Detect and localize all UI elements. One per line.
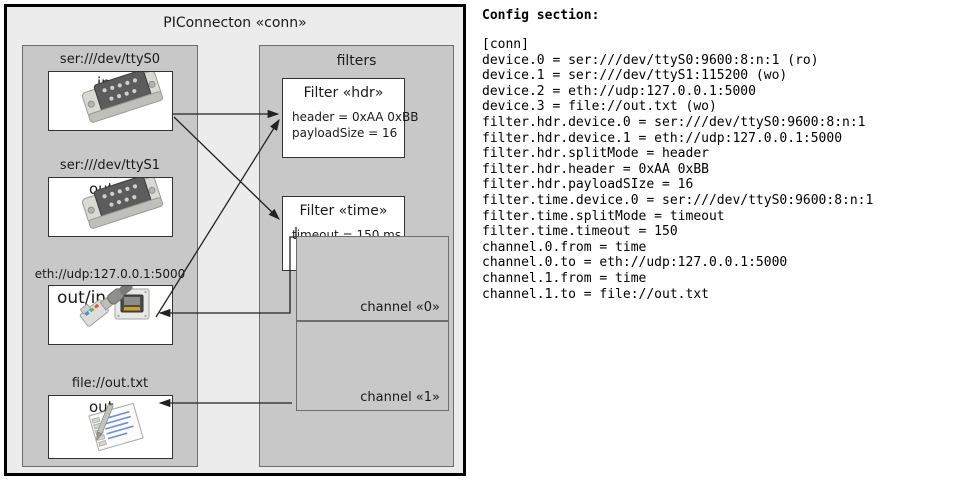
filter-title-time: Filter «time» — [299, 203, 388, 219]
frame-title: PIConnecton «conn» — [163, 15, 307, 31]
config-line: channel.0.from = time — [482, 239, 647, 255]
uml-frame: PIConnecton «conn» ser:///dev/ttyS0 in — [4, 4, 466, 476]
filter-attr-payloadsize: payloadSize = 16 — [292, 126, 398, 140]
config-line: device.0 = ser:///dev/ttyS0:9600:8:n:1 (… — [482, 52, 819, 68]
config-line: channel.0.to = eth://udp:127.0.0.1:5000 — [482, 255, 788, 271]
config-line: filter.hdr.header = 0xAA 0xBB — [482, 161, 709, 177]
device-label-file: file://out.txt — [71, 376, 149, 391]
config-line: device.2 = eth://udp:127.0.0.1:5000 — [482, 83, 756, 99]
config-line: device.3 = file://out.txt (wo) — [482, 99, 717, 115]
config-line: filter.hdr.device.0 = ser:///dev/ttyS0:9… — [482, 114, 866, 130]
config-line: filter.hdr.payloadSIze = 16 — [482, 177, 694, 193]
channel-box-1[interactable]: channel «1» — [296, 321, 449, 411]
config-line: channel.1.from = time — [482, 270, 647, 286]
config-line: device.1 = ser:///dev/ttyS1:115200 (wo) — [482, 68, 788, 84]
device-card-eth[interactable]: out/in — [48, 285, 173, 345]
filter-attr-header: header = 0xAA 0xBB — [292, 110, 419, 124]
device-card-file[interactable]: out — [48, 395, 173, 459]
device-io-ttyS1: out — [89, 180, 114, 198]
device-io-ttyS0: in — [97, 74, 111, 92]
config-line: filter.hdr.splitMode = header — [482, 146, 709, 162]
filter-card-hdr[interactable]: Filter «hdr» header = 0xAA 0xBB payloadS… — [282, 78, 418, 158]
filters-panel-title: filters — [336, 53, 377, 69]
config-heading: Config section: — [482, 8, 600, 23]
config-line: filter.time.timeout = 150 — [482, 224, 678, 240]
filters-panel: filters Filter «hdr» header = 0xAA 0xBB … — [259, 45, 454, 467]
device-label-ttyS0: ser:///dev/ttyS0 — [59, 52, 161, 67]
filter-title-hdr: Filter «hdr» — [303, 85, 384, 101]
devices-panel: ser:///dev/ttyS0 in — [22, 45, 198, 467]
device-label-ttyS1: ser:///dev/ttyS1 — [59, 158, 161, 173]
channel-box-0[interactable]: channel «0» — [296, 236, 449, 321]
config-line: filter.hdr.device.1 = eth://udp:127.0.0.… — [482, 130, 843, 146]
config-line: channel.1.to = file://out.txt — [482, 286, 709, 302]
config-lines: [conn]device.0 = ser:///dev/ttyS0:9600:8… — [482, 37, 952, 302]
channel-label-0: channel «0» — [360, 300, 440, 315]
config-section: Config section: [conn]device.0 = ser:///… — [482, 8, 952, 302]
device-io-eth: out/in — [57, 288, 107, 308]
device-label-eth: eth://udp:127.0.0.1:5000 — [34, 267, 186, 281]
device-card-ttyS0[interactable]: in — [48, 71, 173, 131]
serial-port-icon — [82, 72, 164, 123]
config-line: [conn] — [482, 37, 529, 52]
device-card-ttyS1[interactable]: out — [48, 177, 173, 237]
config-line: filter.time.splitMode = timeout — [482, 208, 725, 224]
channel-label-1: channel «1» — [360, 390, 440, 405]
config-line: filter.time.device.0 = ser:///dev/ttyS0:… — [482, 192, 874, 208]
device-io-file: out — [89, 398, 114, 416]
